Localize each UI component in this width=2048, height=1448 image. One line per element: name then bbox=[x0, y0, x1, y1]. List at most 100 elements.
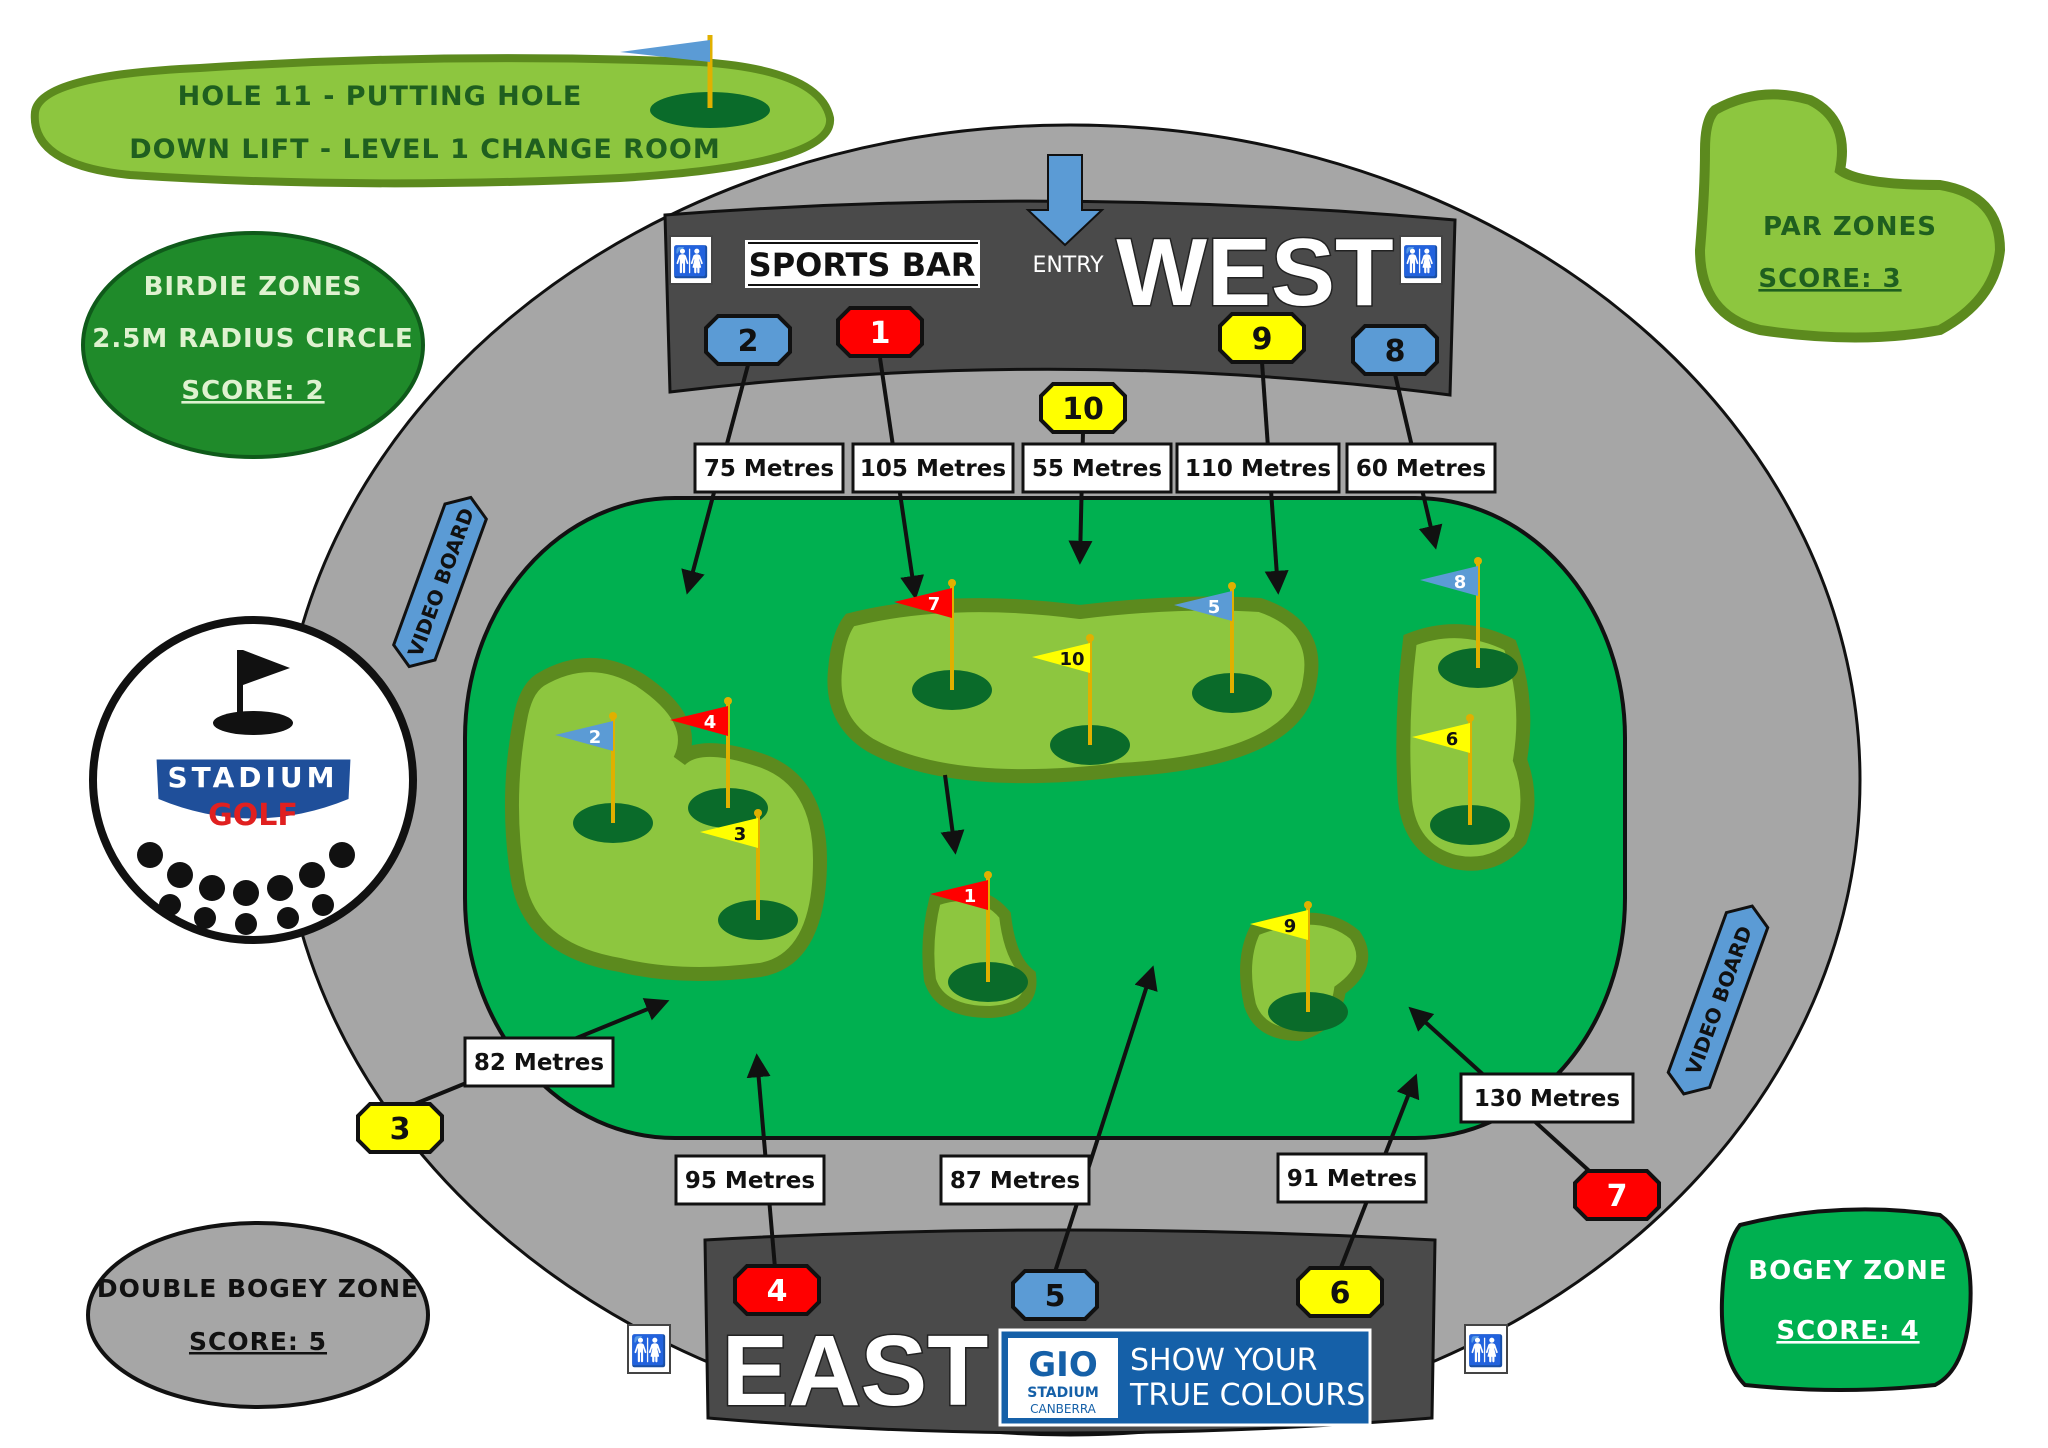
distance-label-hole-5: 87 Metres bbox=[939, 1154, 1091, 1206]
flag-number: 5 bbox=[1208, 597, 1221, 618]
flag-number: 3 bbox=[734, 824, 747, 845]
distance-label-hole-9: 110 Metres bbox=[1175, 442, 1341, 494]
tee-number: 10 bbox=[1062, 392, 1104, 427]
sponsor-line2: TRUE COLOURS bbox=[1129, 1378, 1365, 1413]
flag-icon bbox=[555, 721, 613, 751]
pin-hole-5: 5 bbox=[1174, 582, 1272, 713]
birdie-zone-legend: BIRDIE ZONES 2.5M RADIUS CIRCLE SCORE: 2 bbox=[81, 231, 425, 459]
tee-marker-10: 10 bbox=[1039, 382, 1127, 434]
restroom-glyph: 🚻 bbox=[1467, 1333, 1504, 1369]
pin-hole-3: 3 bbox=[700, 809, 798, 940]
tee-marker-7: 7 bbox=[1573, 1169, 1661, 1221]
flag-number: 9 bbox=[1284, 916, 1297, 937]
sponsor-banner: GIO STADIUM CANBERRA SHOW YOUR TRUE COLO… bbox=[998, 1328, 1372, 1427]
tee-marker-3: 3 bbox=[356, 1102, 444, 1154]
pin-hole-7: 7 bbox=[894, 579, 992, 710]
tee-marker-1: 1 bbox=[836, 306, 924, 358]
tee-marker-9: 9 bbox=[1218, 312, 1306, 364]
distance-label-hole-6: 91 Metres bbox=[1276, 1152, 1428, 1204]
distance-text: 110 Metres bbox=[1185, 456, 1331, 482]
sponsor-sub1: STADIUM bbox=[1027, 1385, 1099, 1401]
sports-bar-label: SPORTS BAR bbox=[749, 246, 976, 284]
birdie-zone-subtitle: 2.5M RADIUS CIRCLE bbox=[92, 324, 413, 354]
tee-number: 2 bbox=[738, 324, 759, 359]
logo-cup-icon bbox=[213, 711, 293, 735]
tee-number: 1 bbox=[870, 316, 891, 351]
birdie-zone-score: SCORE: 2 bbox=[181, 376, 324, 406]
tee-marker-4: 4 bbox=[733, 1264, 821, 1316]
distance-label-hole-7: 130 Metres bbox=[1459, 1072, 1635, 1124]
pin-hole-9: 9 bbox=[1250, 901, 1348, 1032]
restroom-icon bbox=[669, 235, 713, 285]
distance-text: 105 Metres bbox=[860, 456, 1006, 482]
putting-cup bbox=[650, 92, 770, 128]
tee-number: 4 bbox=[767, 1274, 788, 1309]
logo-word-golf: GOLF bbox=[208, 798, 298, 833]
distance-label-hole-1: 105 Metres bbox=[851, 442, 1015, 494]
restroom-icon bbox=[627, 1324, 671, 1374]
stadium-golf-logo: STADIUM GOLF bbox=[89, 616, 417, 944]
double-bogey-zone-title: DOUBLE BOGEY ZONE bbox=[97, 1274, 419, 1303]
west-stand: 🚻 🚻 SPORTS BAR ENTRY WEST bbox=[663, 154, 1457, 397]
distance-arrow-hole-5 bbox=[1053, 965, 1158, 1273]
flag-number: 10 bbox=[1059, 649, 1084, 670]
distance-text: 87 Metres bbox=[950, 1168, 1080, 1194]
flag-number: 4 bbox=[704, 712, 717, 733]
logo-flag-icon bbox=[243, 650, 290, 685]
pin-hole-2: 2 bbox=[555, 712, 653, 843]
west-stand-label: WEST bbox=[1116, 219, 1393, 326]
tee-markers: 1 2 3 4 5 6 7 8 9 10 bbox=[356, 306, 1661, 1321]
flag-icon bbox=[670, 706, 728, 736]
double-bogey-zone-legend: DOUBLE BOGEY ZONE SCORE: 5 bbox=[86, 1221, 430, 1409]
distance-label-hole-4: 95 Metres bbox=[674, 1154, 826, 1206]
tee-number: 7 bbox=[1607, 1179, 1628, 1214]
distance-label-hole-3: 82 Metres bbox=[463, 1036, 615, 1088]
tee-marker-8: 8 bbox=[1351, 324, 1439, 376]
double-bogey-zone-score: SCORE: 5 bbox=[189, 1327, 327, 1356]
distance-labels: 75 Metres 105 Metres 55 Metres 110 Metres 60… bbox=[463, 442, 1635, 1206]
flag-icon bbox=[700, 818, 758, 848]
restroom-glyph: 🚻 bbox=[630, 1333, 667, 1369]
bogey-zone-score: SCORE: 4 bbox=[1776, 1316, 1919, 1346]
par-zone-legend: PAR ZONES SCORE: 3 bbox=[1694, 89, 2006, 343]
distance-text: 75 Metres bbox=[704, 456, 834, 482]
flag-number: 7 bbox=[928, 594, 941, 615]
east-stand-label: EAST bbox=[722, 1315, 989, 1427]
pin-hole-1: 1 bbox=[930, 871, 1028, 1002]
flag-icon bbox=[930, 880, 988, 910]
tee-marker-6: 6 bbox=[1296, 1266, 1384, 1318]
distance-label-hole-8: 60 Metres bbox=[1345, 442, 1497, 494]
distance-text: 55 Metres bbox=[1032, 456, 1162, 482]
pin-hole-10: 10 bbox=[1032, 634, 1130, 765]
sports-bar-sign bbox=[745, 240, 980, 288]
putting-hole-line2: DOWN LIFT - LEVEL 1 CHANGE ROOM bbox=[129, 134, 721, 165]
logo-word-stadium: STADIUM bbox=[167, 761, 338, 794]
distance-label-hole-2: 75 Metres bbox=[693, 442, 845, 494]
flag-number: 6 bbox=[1446, 729, 1459, 750]
entry-arrow-icon bbox=[1025, 154, 1105, 247]
tee-number: 8 bbox=[1385, 334, 1406, 369]
distance-arrow-hole-1-continuation bbox=[940, 774, 965, 855]
putting-flag-icon bbox=[620, 40, 710, 62]
flag-number: 1 bbox=[964, 886, 977, 907]
flag-icon bbox=[1174, 591, 1232, 621]
flag-icon bbox=[894, 588, 952, 618]
birdie-zone-title: BIRDIE ZONES bbox=[144, 272, 363, 302]
sponsor-sub2: CANBERRA bbox=[1030, 1402, 1097, 1416]
distance-label-hole-10: 55 Metres bbox=[1021, 442, 1173, 494]
tee-number: 6 bbox=[1330, 1276, 1351, 1311]
pin-hole-4: 4 bbox=[670, 697, 768, 828]
entry-label: ENTRY bbox=[1032, 253, 1104, 278]
putting-hole-banner: HOLE 11 - PUTTING HOLE DOWN LIFT - LEVEL… bbox=[30, 35, 835, 188]
distance-text: 95 Metres bbox=[685, 1168, 815, 1194]
par-zone-score: SCORE: 3 bbox=[1758, 264, 1901, 294]
bogey-zone-legend: BOGEY ZONE SCORE: 4 bbox=[1719, 1207, 1973, 1392]
golf-ball-dimples-icon bbox=[137, 842, 355, 935]
pin-hole-8: 8 bbox=[1420, 557, 1518, 688]
restroom-icon bbox=[1464, 1324, 1508, 1374]
tee-marker-2: 2 bbox=[704, 314, 792, 366]
restroom-glyph: 🚻 bbox=[672, 244, 709, 280]
pin-hole-6: 6 bbox=[1412, 714, 1510, 845]
flag-icon bbox=[1412, 723, 1470, 753]
tee-number: 9 bbox=[1252, 322, 1273, 357]
